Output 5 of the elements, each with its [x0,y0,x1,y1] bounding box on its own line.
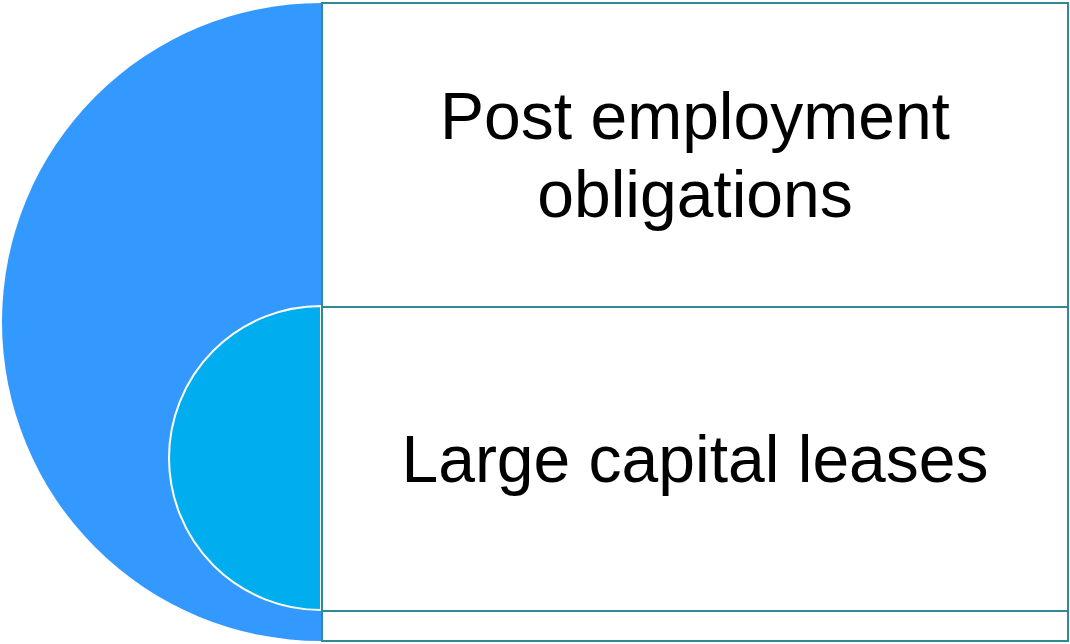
text-box [321,2,1069,308]
text-box [321,306,1069,612]
empty-box [321,610,1069,642]
box-label: Large capital leases [400,421,990,498]
box-label: Post employment obligations [439,78,951,233]
